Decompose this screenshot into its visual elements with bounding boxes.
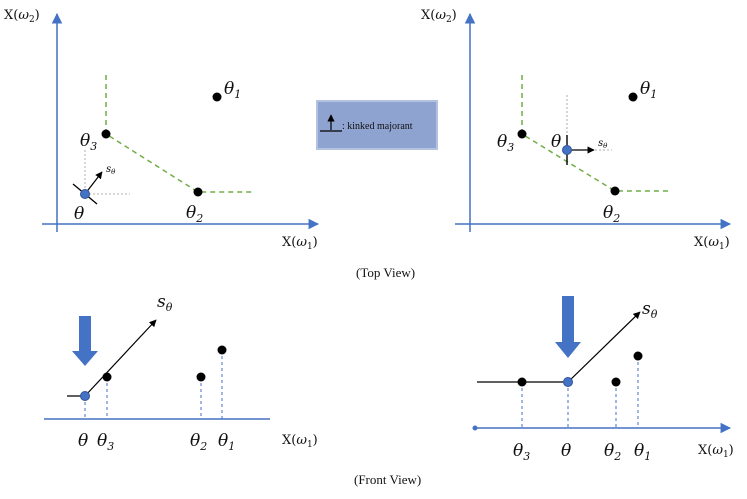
bl-s-theta-label: sθ [157,292,173,314]
tr-theta2-label: θ2 [603,203,620,225]
bl-theta1-point [217,345,227,355]
tl-theta1-point [212,92,222,102]
br-x-axis-label: X(ω1) [698,443,734,460]
bl-theta3-point [102,372,112,382]
front-view-caption: (Front View) [354,472,421,487]
bl-s-theta-arrow [84,319,157,397]
tr-theta2-point [610,186,620,196]
tl-theta2-label: θ2 [186,203,203,225]
br-theta-label: θ [561,441,571,461]
top-left-panel: X(ω2) X(ω1) θ1 θ3 θ2 θ sθ [4,8,320,252]
br-theta3-point [517,377,527,387]
tr-majorant-line [521,75,670,192]
tr-theta3-point [517,129,527,139]
bl-theta-point [80,391,90,401]
tl-s-theta-label: sθ [106,164,116,176]
br-theta1-label: θ1 [634,441,651,463]
tr-theta-label: θ [551,132,561,152]
br-theta-point [563,377,573,387]
br-axis-origin-dot [472,425,478,431]
bl-theta1-label: θ1 [218,431,235,453]
br-theta2-point [611,377,621,387]
tl-theta-point [80,189,90,199]
br-big-down-arrow [555,296,581,358]
bl-theta2-point [196,372,206,382]
legend-box: : kinked majorant [316,100,438,150]
tl-theta2-point [193,187,203,197]
bl-theta-label: θ [78,431,88,451]
tl-theta1-label: θ1 [224,79,241,101]
br-s-theta-arrow [567,311,641,383]
tl-majorant-line [105,75,255,193]
tr-theta1-label: θ1 [640,79,657,101]
tr-y-axis-label: X(ω2) [421,8,457,25]
tl-x-axis-label: X(ω1) [282,235,318,252]
tr-theta-point [562,145,572,155]
bl-x-axis-label: X(ω1) [282,433,318,450]
tl-theta-label: θ [74,204,84,224]
bottom-right-panel: X(ω1) sθ θ3 θ θ2 θ1 [472,296,734,463]
legend-text: : kinked majorant [342,121,413,132]
bottom-left-panel: X(ω1) sθ θ θ3 θ2 θ1 [44,292,318,453]
br-s-theta-label: sθ [642,299,658,321]
tl-y-axis-label: X(ω2) [4,8,40,25]
br-theta1-point [633,351,643,361]
top-view-caption: (Top View) [356,265,415,280]
tr-theta3-label: θ3 [497,132,514,154]
br-theta2-label: θ2 [604,441,621,463]
bl-big-down-arrow [72,316,98,366]
bl-theta2-label: θ2 [190,431,207,453]
tl-theta3-point [101,129,111,139]
top-right-panel: X(ω2) X(ω1) θ1 θ3 θ θ2 sθ [421,8,732,252]
tl-theta3-label: θ3 [80,131,97,153]
tr-x-axis-label: X(ω1) [694,235,730,252]
br-theta3-label: θ3 [513,441,530,463]
tr-theta1-point [628,92,638,102]
tr-s-theta-label: sθ [598,138,608,150]
bl-theta3-label: θ3 [97,431,114,453]
